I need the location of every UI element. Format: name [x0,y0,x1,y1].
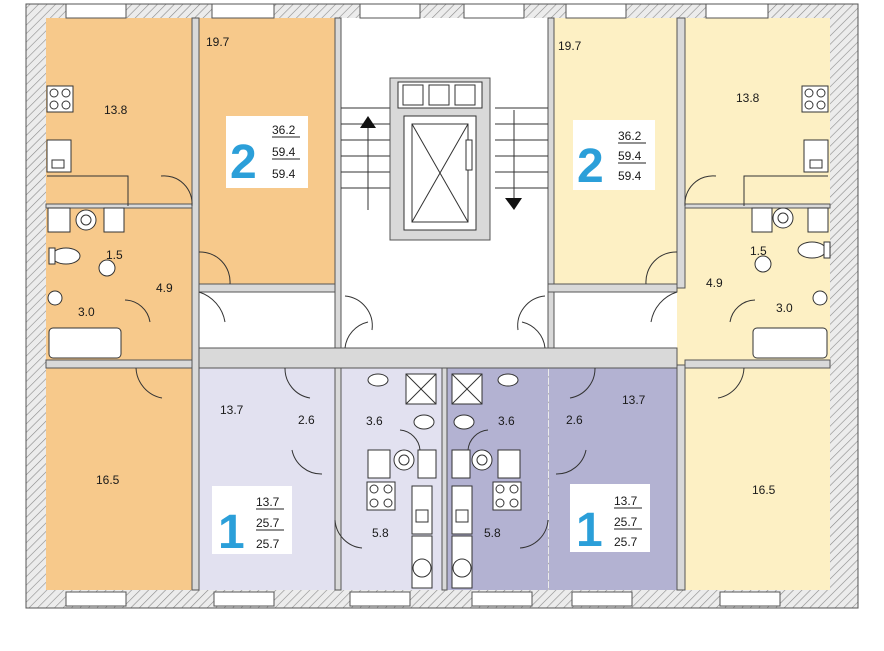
area-label: 13.8 [736,91,760,105]
hall-right-ext [677,285,687,365]
stat-gross: 59.4 [618,169,642,183]
washroom-partitions [47,207,829,479]
area-label: 2.6 [298,413,315,427]
living-left [46,368,192,590]
area-label: 19.7 [558,39,582,53]
toilet-icon [48,241,831,430]
area-label: 1.5 [106,248,123,262]
bathtub-icon [48,327,828,359]
area-label: 2.6 [566,413,583,427]
stat-total: 13.7 [614,494,638,508]
counters [47,175,828,589]
area-label: 13.7 [622,393,646,407]
area-label: 16.5 [752,483,776,497]
area-label: 4.9 [706,276,723,290]
doors [124,175,756,549]
area-label: 5.8 [484,526,501,540]
apartment-badge-1room-right: 1 13.7 25.7 25.7 [570,484,650,557]
stat-living: 59.4 [618,149,642,163]
stove-icon [366,481,396,511]
room-count: 2 [577,140,604,193]
area-label: 13.8 [104,103,128,117]
living-right [685,368,830,590]
area-label: 13.7 [220,403,244,417]
stat-gross: 25.7 [256,537,280,551]
stat-living: 25.7 [614,515,638,529]
stat-gross: 25.7 [614,535,638,549]
area-label: 1.5 [750,244,767,258]
area-label: 4.9 [156,281,173,295]
stat-total: 36.2 [272,123,296,137]
stat-gross: 59.4 [272,167,296,181]
area-label: 3.6 [366,414,383,428]
area-label: 19.7 [206,35,230,49]
area-label: 5.8 [372,526,389,540]
stair-arrow-up-icon [360,116,376,128]
vent-shaft-icon [405,373,483,405]
elevator-icon [389,77,491,241]
area-label: 3.0 [776,301,793,315]
room-count: 1 [218,506,245,559]
unit-1room-right [447,368,677,590]
interior-walls [45,17,831,591]
apartment-badge-left: 2 36.2 59.4 59.4 [226,116,308,189]
apartment-badge-1room-left: 1 13.7 25.7 25.7 [212,486,292,559]
apartment-badge-right: 2 36.2 59.4 59.4 [573,120,655,193]
stat-total: 13.7 [256,495,280,509]
area-label: 16.5 [96,473,120,487]
stove-icon [492,481,522,511]
stove-icon [46,85,74,113]
area-label: 3.6 [498,414,515,428]
room-area-labels: 19.7 13.8 1.5 4.9 3.0 16.5 19.7 13.8 1.5… [78,35,793,540]
windows [65,3,781,607]
area-label: 3.0 [78,305,95,319]
staircase [341,107,548,210]
room-d [549,368,677,590]
sink-icon [47,207,828,471]
stove-icon [801,85,829,113]
stat-total: 36.2 [618,129,642,143]
stat-living: 25.7 [256,516,280,530]
stair-arrow-down-icon [505,198,522,210]
room-count: 1 [576,504,603,557]
room-count: 2 [230,136,257,189]
corridor [199,292,677,348]
sink-icon [46,139,829,535]
stat-living: 59.4 [272,145,296,159]
